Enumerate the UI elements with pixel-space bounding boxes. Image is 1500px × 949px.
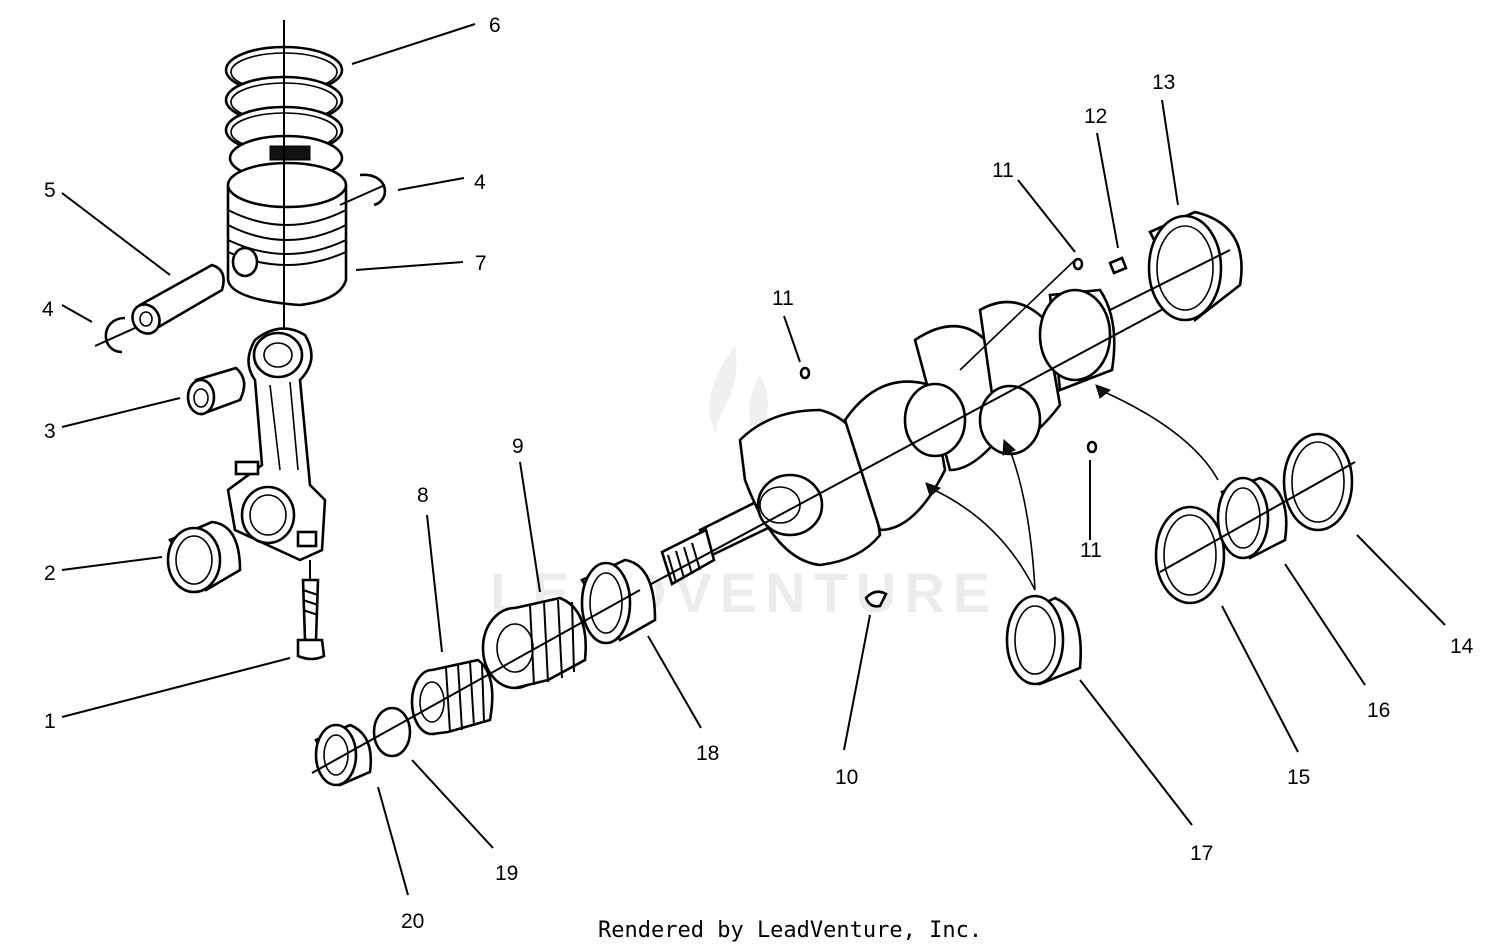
crank-plug-a xyxy=(799,366,811,380)
piston-pin xyxy=(131,263,225,335)
front-bearing xyxy=(580,558,657,645)
connecting-rod xyxy=(226,327,327,562)
crank-plug-b xyxy=(1072,257,1084,271)
leader-lines xyxy=(61,23,1446,896)
callout-10: 10 xyxy=(835,766,858,789)
piston xyxy=(226,161,348,307)
callout-20: 20 xyxy=(401,910,424,933)
callout-9: 9 xyxy=(512,435,524,458)
small-end-bushing xyxy=(186,366,246,416)
callout-15: 15 xyxy=(1287,766,1310,789)
callout-11-bottom: 11 xyxy=(1080,539,1102,562)
crank-plug-c xyxy=(1086,440,1098,454)
callout-3: 3 xyxy=(44,420,56,443)
callout-19: 19 xyxy=(495,862,518,885)
callout-2: 2 xyxy=(44,562,56,585)
callout-16: 16 xyxy=(1367,699,1390,722)
rear-main-bearing xyxy=(1147,210,1243,322)
callout-17: 17 xyxy=(1190,842,1213,865)
callout-12: 12 xyxy=(1084,105,1107,128)
callout-14: 14 xyxy=(1450,635,1474,658)
callout-4-right: 4 xyxy=(474,171,486,194)
rod-bolt xyxy=(296,560,326,661)
main-bearing-center xyxy=(1005,594,1082,686)
render-credit: Rendered by LeadVenture, Inc. xyxy=(598,918,982,943)
callout-8: 8 xyxy=(417,484,429,507)
pin-circlip-right xyxy=(339,173,387,207)
crank-gear-small xyxy=(410,658,494,736)
callout-numbers: 1 2 3 4 4 5 6 7 8 9 10 11 11 11 12 13 14… xyxy=(42,14,1474,933)
callout-4-left: 4 xyxy=(42,298,54,321)
callout-13: 13 xyxy=(1152,71,1175,94)
callout-11-left: 11 xyxy=(772,287,794,310)
dowel-pin xyxy=(1108,256,1128,275)
main-bearing-rear-pair xyxy=(1216,476,1288,560)
callout-11-top: 11 xyxy=(992,159,1014,182)
callout-6: 6 xyxy=(489,14,501,37)
big-end-bearing xyxy=(166,520,242,594)
woodruff-key xyxy=(864,590,888,608)
callout-5: 5 xyxy=(44,179,56,202)
crankshaft xyxy=(660,259,1116,586)
pin-circlip-left xyxy=(94,316,136,354)
callout-1: 1 xyxy=(44,710,56,733)
callout-7: 7 xyxy=(475,252,487,275)
snap-ring xyxy=(372,706,412,758)
callout-18: 18 xyxy=(696,742,719,765)
